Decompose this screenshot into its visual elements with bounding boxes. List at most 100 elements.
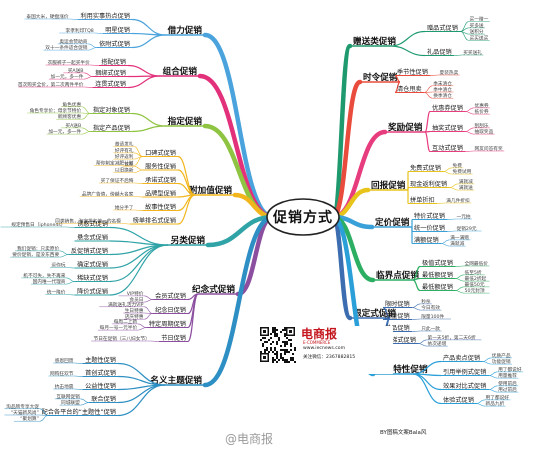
- leaf-label: “聚划算”: [20, 415, 39, 422]
- leaf-connector: [84, 72, 93, 77]
- leaf-connector: [454, 54, 463, 56]
- leaf-label: 全网最低价: [465, 260, 489, 267]
- leaf-label: 感恩回馈: [55, 357, 74, 364]
- leaf-connector: [465, 107, 474, 112]
- sub-item-label: 明星促销: [105, 26, 130, 34]
- leaf-connector: [74, 388, 83, 390]
- brand-name: 电商报: [301, 327, 338, 341]
- leaf-connector: [88, 43, 97, 48]
- sub-connector: [131, 18, 166, 36]
- branch-linglei: 另类促销诱惑式促销规定预售日（iphone4s）悬念式促销反促销式促销我们促销：…: [0, 214, 276, 296]
- sub-connector: [127, 64, 161, 77]
- leaf-connector: [441, 239, 450, 244]
- leaf-connector: [455, 278, 464, 282]
- leaf-connector: [134, 196, 143, 198]
- leaf-label: 衣服裤子一起买半价: [48, 59, 91, 66]
- leaf-label: 抗击地震: [55, 383, 74, 390]
- sub-item-label: 节日促销: [161, 334, 186, 342]
- leaf-label: 买了保证不后悔: [101, 177, 134, 184]
- leaf-label: 双十一条件适合促销: [45, 44, 88, 51]
- sub-item: 确定式促销 逗你玩: [50, 244, 169, 269]
- leaf-connector: [489, 385, 498, 390]
- leaf-label: 满一满赠: [450, 234, 469, 241]
- leaf-connector: [441, 243, 450, 247]
- leaf-label: 互联网促销: [56, 393, 80, 400]
- sub-item-label: 依附式促销: [99, 40, 130, 48]
- leaf-label: 限量100件: [421, 313, 444, 320]
- sub-item-label: 捆绑式促销: [95, 69, 126, 77]
- sub-item: 季节性促销夏装热卖: [394, 68, 460, 83]
- leaf-connector: [482, 361, 491, 365]
- branch-jieli: 借力促销利用实事热点促销泰国大米，硬盘涨价明星促销李孝利印TQ8依附式促销奥运会…: [24, 12, 276, 220]
- leaf-label: 用过前后: [498, 386, 517, 393]
- leaf-connector: [443, 171, 452, 175]
- sub-connector: [389, 45, 426, 57]
- sub-connector: [187, 293, 199, 343]
- leaf-connector: [66, 281, 75, 285]
- branch-mingyi: 名义主题促销主题性促销感恩回馈首创式促销网购狂欢节公益性促销抗击地震联合促销互联…: [4, 214, 276, 422]
- branch-label: 临界点促销: [376, 269, 419, 281]
- sub-item-label: 阶梯式促销: [385, 336, 416, 344]
- sub-connector: [412, 279, 421, 292]
- sub-item-label: 悬念式促销: [77, 234, 108, 242]
- brand-logo-block: 电商报 E-COMMERCE www.iecnews.com 关注微信：2367…: [259, 326, 393, 374]
- leaf-connector: [138, 327, 147, 331]
- leaf-label: 逗你玩: [51, 262, 65, 269]
- leaf-connector: [412, 318, 421, 320]
- leaf-label: 以旧换新: [115, 167, 134, 174]
- leaf-label: 抵价券: [475, 108, 489, 115]
- leaf-connector: [82, 127, 91, 132]
- sub-connector: [424, 131, 431, 153]
- leaf-label: 优质产品: [492, 352, 511, 359]
- leaf-connector: [443, 167, 452, 172]
- branch-trunk: [202, 123, 276, 220]
- leaf-connector: [476, 403, 485, 407]
- sub-item: 拼单折扣满几件折扣: [407, 190, 472, 204]
- qr-code-icon: [259, 326, 296, 363]
- leaf-label: 角色优惠: [62, 101, 81, 108]
- leaf-label: 品牌广告值，傍越大名家: [82, 191, 134, 198]
- leaf-label: 李孝利印TQ8: [66, 27, 94, 34]
- leaf-label: 包邮: [124, 160, 134, 167]
- leaf-label: 买A送B: [65, 122, 81, 129]
- sub-connector: [117, 384, 166, 417]
- leaf-connector: [465, 127, 474, 132]
- branch-label: 时令促销: [363, 71, 398, 83]
- sub-item-label: 确定式促销: [77, 261, 108, 269]
- leaf-connector: [412, 307, 421, 311]
- leaf-connector: [74, 362, 83, 364]
- branch-label: 定价促销: [375, 216, 410, 228]
- sub-item-label: 特定周期促销: [149, 320, 186, 328]
- leaf-label: 买买送礼: [463, 49, 482, 56]
- branch-label: 另类促销: [171, 234, 206, 246]
- sub-item: 最低额促销低至5折最低2折起: [412, 269, 490, 282]
- leaf-connector: [94, 32, 103, 34]
- leaf-connector: [90, 64, 99, 66]
- leaf-label: 50元封顶: [465, 287, 485, 294]
- leaf-connector: [150, 340, 159, 342]
- sub-item: 效果对比式促销使用前后用过前后: [412, 373, 519, 393]
- sub-item-label: 公益性促销: [85, 382, 116, 390]
- leaf-label: 使用前后: [498, 380, 517, 387]
- sub-item-label: 现金返利促销: [410, 180, 447, 188]
- leaf-label: 季末清仓: [433, 80, 452, 87]
- leaf-label: 依次递增: [428, 340, 447, 347]
- leaf-connector: [482, 357, 491, 362]
- sub-item-label: 诱惑式促销: [77, 220, 108, 228]
- branch-chanpin: 产品特性促销产品卖点促销优质产品功能促销引用举例式促销用了都说好用量推荐效果对比…: [330, 214, 524, 407]
- leaf-connector: [66, 277, 75, 282]
- byline: BY图稿文案Bala风: [380, 430, 427, 436]
- leaf-connector: [476, 399, 485, 404]
- sub-item-label: 反促销式促销: [71, 247, 108, 255]
- leaf-label: 免费试用: [453, 168, 472, 175]
- sub-connector: [109, 244, 169, 269]
- branch-label: 赠送类促销: [353, 35, 396, 47]
- brand-subtitle: E-COMMERCE: [303, 340, 331, 345]
